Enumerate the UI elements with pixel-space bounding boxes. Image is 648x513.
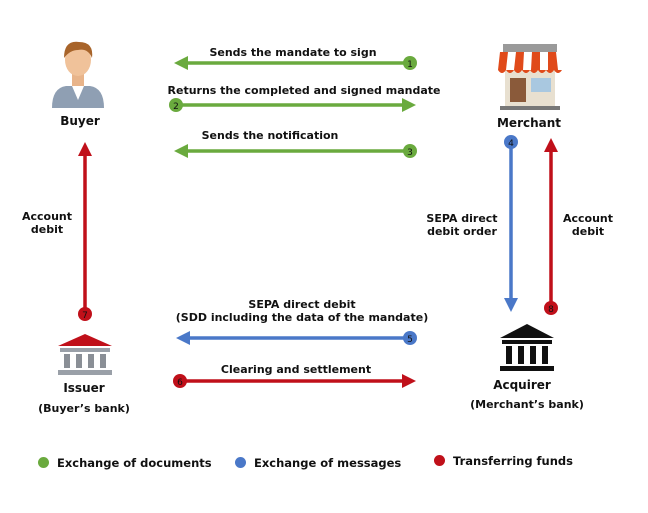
step-number: 6 [177, 378, 183, 388]
merchant-label: Merchant [496, 116, 562, 130]
flow-arrow-7 [78, 142, 92, 314]
person-icon [52, 41, 104, 108]
bank-icon [58, 334, 112, 375]
issuer-label: Issuer [63, 381, 105, 395]
step-number: 4 [508, 139, 514, 149]
step-marker-8: 8 [544, 301, 558, 315]
step-marker-2: 2 [169, 98, 183, 112]
flow-label-4-line1: SEPA direct [426, 212, 498, 225]
flow-arrow-3 [174, 144, 410, 158]
green-dot-icon [38, 457, 49, 468]
step-number: 7 [82, 311, 88, 321]
flow-arrow-8 [544, 138, 558, 308]
buyer-label: Buyer [60, 114, 100, 128]
step-number: 2 [173, 102, 179, 112]
legend-documents-label: Exchange of documents [57, 456, 212, 470]
flow-label-5-line1: SEPA direct debit [248, 298, 356, 311]
red-dot-icon [434, 455, 445, 466]
step-number: 3 [407, 148, 413, 158]
flow-arrow-1 [174, 56, 410, 70]
legend-messages-label: Exchange of messages [254, 456, 402, 470]
step-marker-3: 3 [403, 144, 417, 158]
acquirer-label: Acquirer [493, 378, 551, 392]
step-number: 8 [548, 305, 554, 315]
flow-label-8-line1: Account [562, 212, 614, 225]
shop-icon [498, 44, 562, 110]
flow-label-4-line2: debit order [427, 225, 497, 238]
flow-label-1: Sends the mandate to sign [209, 46, 377, 59]
flow-label-3: Sends the notification [201, 129, 339, 142]
acquirer-sublabel: (Merchant’s bank) [470, 398, 584, 411]
legend-funds-label: Transferring funds [453, 454, 574, 468]
issuer-sublabel: (Buyer’s bank) [38, 402, 130, 415]
step-marker-7: 7 [78, 307, 92, 321]
flow-arrow-6 [180, 374, 416, 388]
step-marker-6: 6 [173, 374, 187, 388]
step-marker-4: 4 [504, 135, 518, 149]
step-number: 5 [407, 335, 413, 345]
flow-label-5-line2: (SDD including the data of the mandate) [175, 311, 429, 324]
flow-arrow-4 [504, 142, 518, 312]
legend-funds: Transferring funds [434, 454, 573, 468]
flow-label-7-line1: Account [21, 210, 73, 223]
legend-documents: Exchange of documents [38, 456, 212, 470]
flow-label-8-line2: debit [571, 225, 605, 238]
flow-label-2: Returns the completed and signed mandate [167, 84, 441, 97]
step-marker-1: 1 [403, 56, 417, 70]
flow-arrow-5 [176, 331, 410, 345]
flow-arrow-2 [176, 98, 416, 112]
blue-dot-icon [235, 457, 246, 468]
bank-icon [500, 324, 554, 371]
flow-label-6: Clearing and settlement [220, 363, 372, 376]
step-marker-5: 5 [403, 331, 417, 345]
flow-label-7-line2: debit [30, 223, 64, 236]
legend-messages: Exchange of messages [235, 456, 401, 470]
step-number: 1 [407, 60, 413, 70]
